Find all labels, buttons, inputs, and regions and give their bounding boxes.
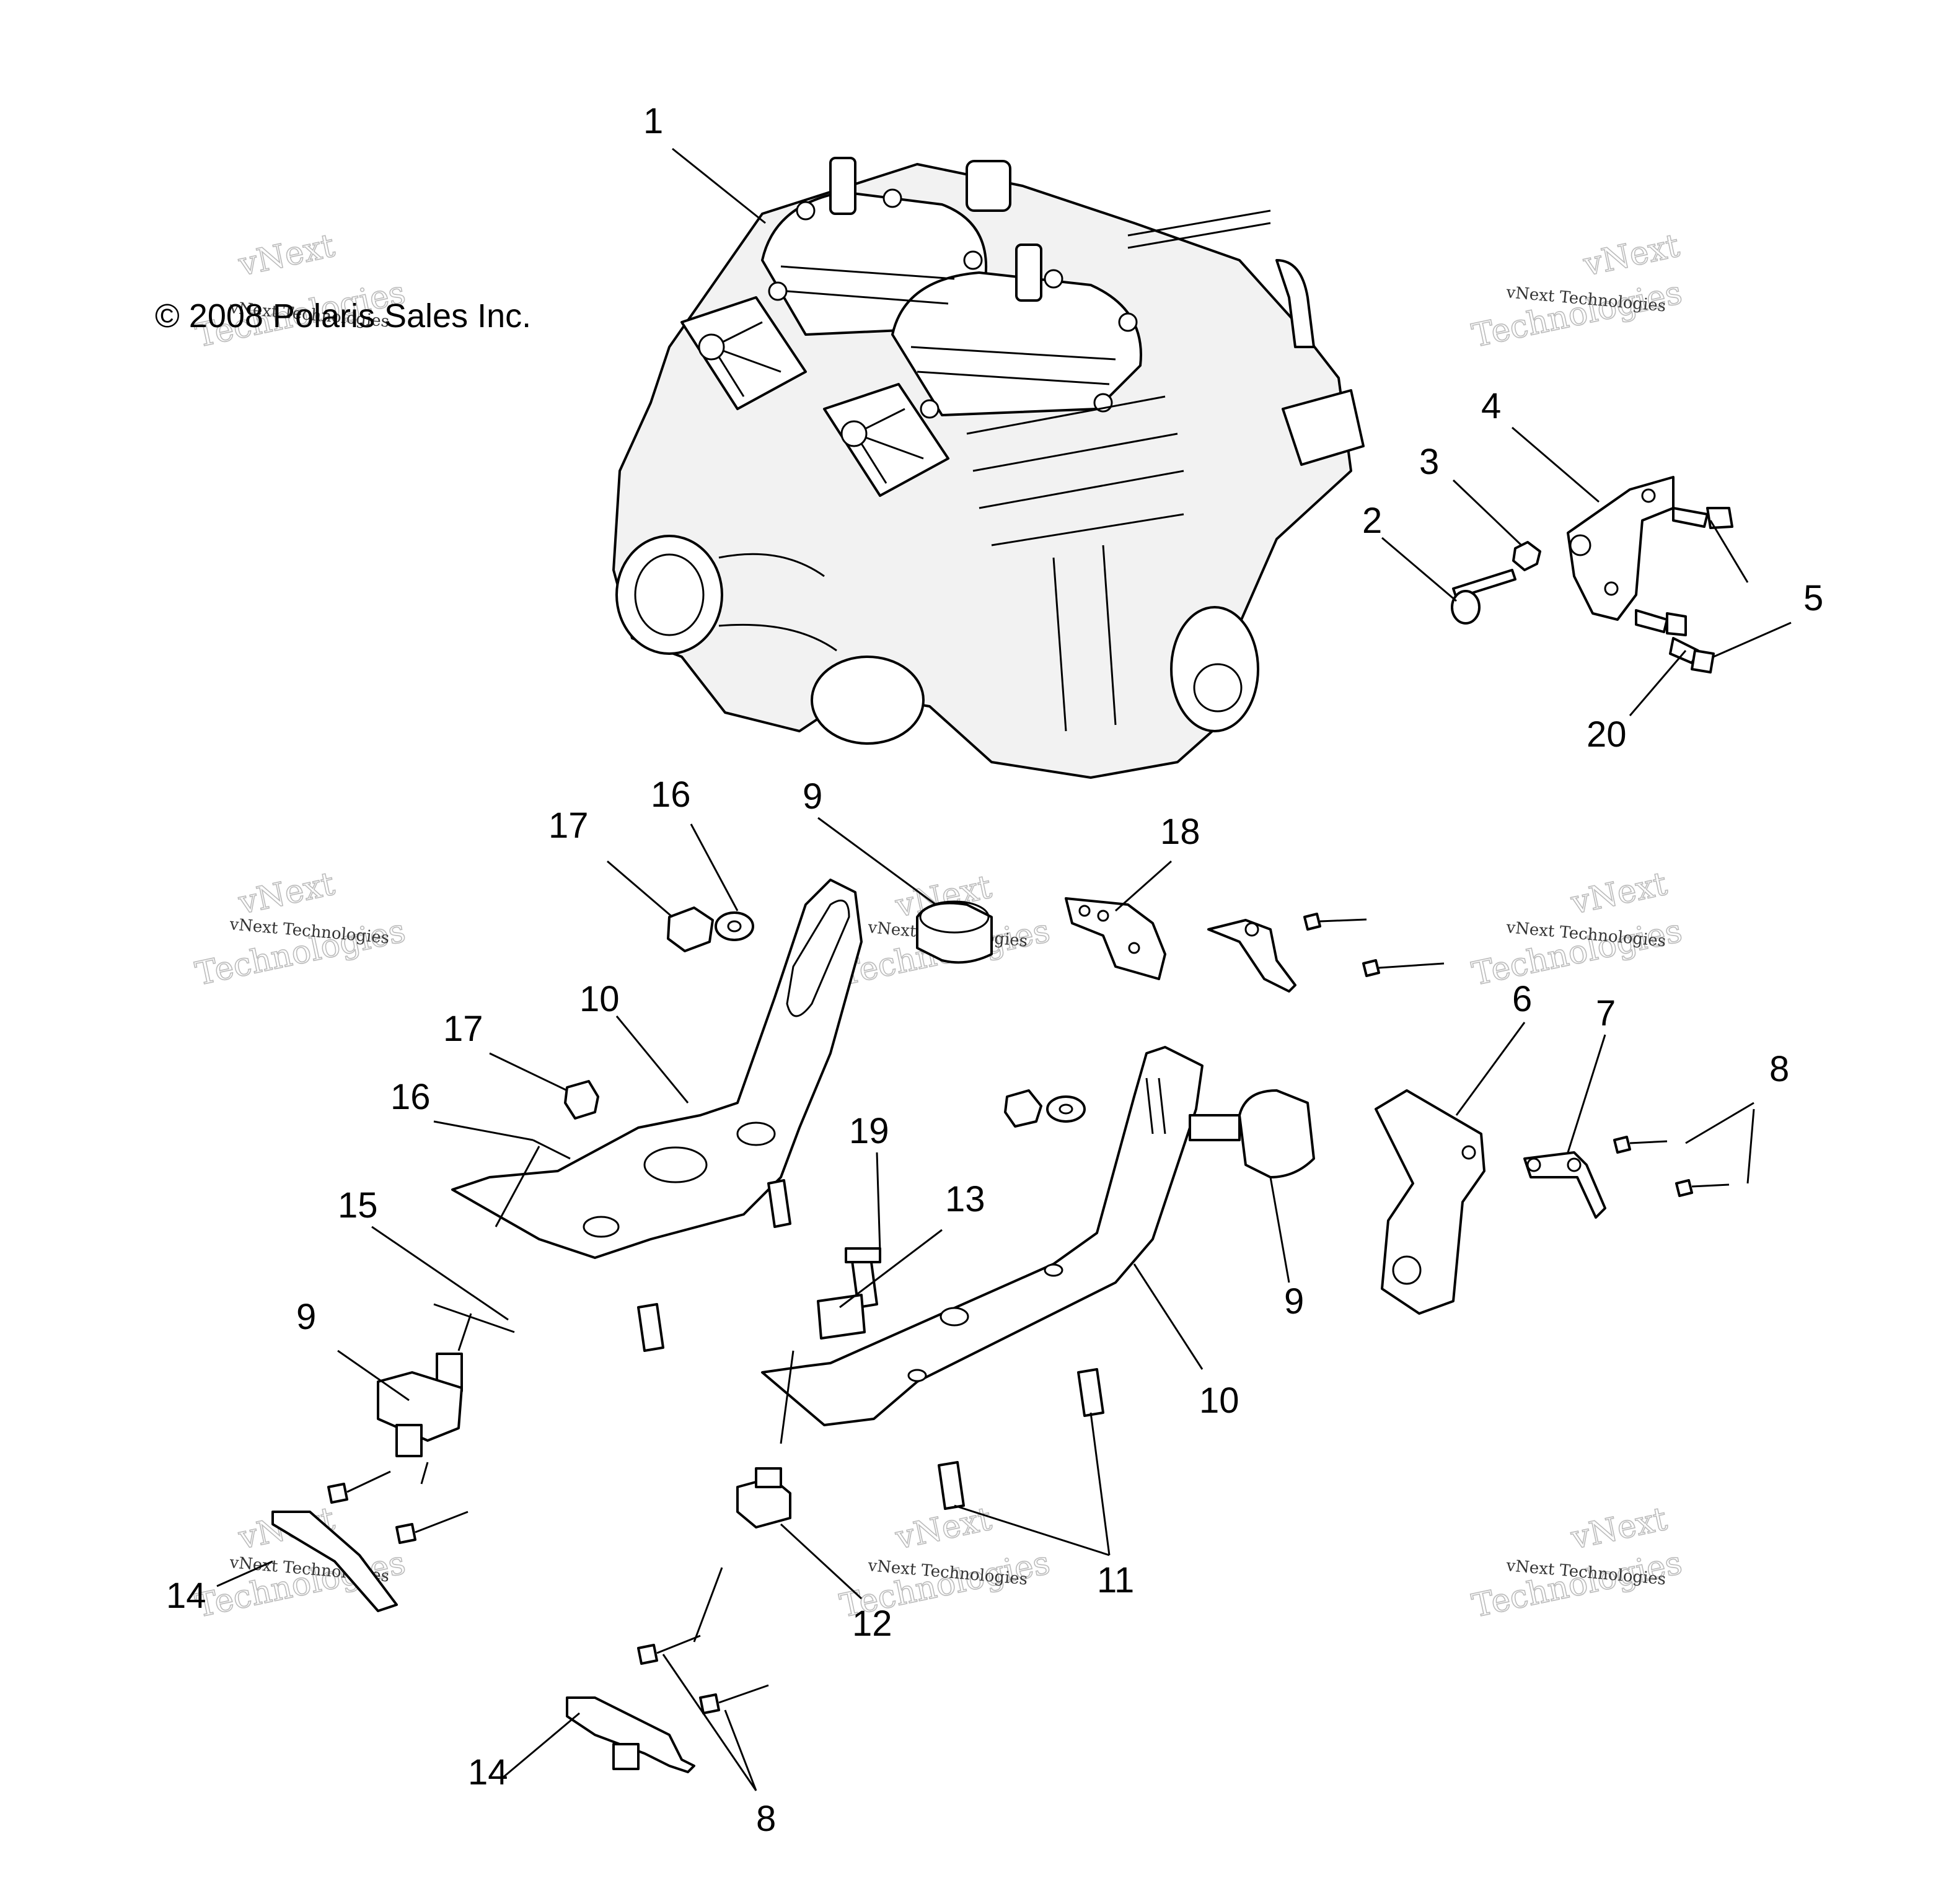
callout-10-right: 10 xyxy=(1199,1380,1239,1421)
callout-3: 3 xyxy=(1419,442,1439,482)
part-6-bracket xyxy=(1375,1089,1485,1315)
part-8-rivets-right xyxy=(1613,1136,1730,1197)
callout-16-lower: 16 xyxy=(390,1077,431,1117)
copyright-notice: © 2008 Polaris Sales Inc. xyxy=(155,297,531,335)
part-9-mount-left xyxy=(377,1353,463,1457)
callout-20: 20 xyxy=(1587,714,1627,755)
callout-15: 15 xyxy=(338,1185,378,1226)
callout-16-upper: 16 xyxy=(651,774,691,815)
part-5-bolts xyxy=(1635,507,1733,673)
callout-17-lower: 17 xyxy=(443,1009,483,1049)
watermark-big-text: vNext xyxy=(1567,866,1670,922)
callout-14-left: 14 xyxy=(166,1576,206,1616)
callout-4: 4 xyxy=(1481,386,1501,426)
part-bolt-under-left-1 xyxy=(767,1179,791,1228)
part-9-mount-right xyxy=(1189,1089,1315,1178)
part-7-bracket xyxy=(1523,1151,1606,1219)
watermark-big-text: vNext xyxy=(1580,227,1683,284)
part-right-nut xyxy=(1004,1089,1042,1128)
callout-6: 6 xyxy=(1512,979,1532,1019)
leader-lines xyxy=(216,147,1792,1791)
watermark-mid-left: vNext Technologies vNext Technologies xyxy=(191,865,409,994)
callout-9-upper: 9 xyxy=(803,776,822,817)
part-13-spacer xyxy=(817,1294,866,1340)
callout-13: 13 xyxy=(945,1179,985,1219)
part-17-nut-upper xyxy=(667,906,714,952)
part-11-bolts xyxy=(938,1368,1104,1510)
part-8-rivets-bottom xyxy=(637,1634,769,1714)
part-18-rivets xyxy=(1303,913,1445,977)
part-18-bracket xyxy=(1065,897,1166,980)
part-18-plate xyxy=(1207,919,1296,993)
part-16-washer-upper xyxy=(715,911,754,941)
part-10-bracket-right xyxy=(761,1046,1204,1426)
part-14-plate-left xyxy=(271,1511,398,1612)
part-3-nut xyxy=(1512,541,1541,571)
part-4-bracket xyxy=(1567,476,1675,621)
callout-8-right: 8 xyxy=(1769,1049,1789,1089)
engine-assembly xyxy=(612,157,1365,779)
part-9-mount-upper xyxy=(916,900,993,964)
callout-11: 11 xyxy=(1097,1560,1134,1600)
watermark-mid-right: vNext Technologies vNext Technologies xyxy=(1468,865,1686,994)
part-14-rivets-left xyxy=(327,1470,469,1544)
watermark-big-text: vNext xyxy=(235,866,338,922)
part-right-washer xyxy=(1046,1095,1086,1123)
watermark-bottom-right: vNext Technologies vNext Technologies xyxy=(1468,1500,1686,1626)
callout-1: 1 xyxy=(643,101,663,141)
callout-labels: 1 2 3 4 5 20 17 16 9 18 17 16 10 6 7 8 1… xyxy=(166,101,1823,1839)
callout-7: 7 xyxy=(1596,993,1616,1033)
part-15-pin xyxy=(433,1303,515,1333)
callout-8-bottom: 8 xyxy=(756,1799,776,1839)
callout-18: 18 xyxy=(1160,812,1200,852)
watermark-top-right: vNext Technologies vNext Technologies xyxy=(1468,227,1686,356)
watermark-top-left: vNext Technologies vNext Technologies xyxy=(191,227,409,356)
callout-9-right: 9 xyxy=(1284,1281,1304,1322)
watermark-big-text: vNext xyxy=(892,1501,995,1557)
part-14-plate-bottom xyxy=(566,1696,695,1773)
callout-10-left: 10 xyxy=(579,979,620,1019)
part-16-pin-lower xyxy=(532,1139,571,1160)
callout-12: 12 xyxy=(852,1603,892,1644)
callout-14-bottom: 14 xyxy=(468,1752,508,1792)
part-bolt-under-left-2 xyxy=(637,1303,664,1352)
part-17-nut-lower xyxy=(564,1080,599,1120)
callout-2: 2 xyxy=(1362,501,1382,541)
watermark-big-text: vNext xyxy=(235,227,338,284)
callout-19: 19 xyxy=(849,1111,889,1151)
part-2-bolt xyxy=(1451,569,1516,625)
callout-9-left: 9 xyxy=(296,1297,316,1337)
part-12-bumper xyxy=(736,1467,791,1529)
callout-17-upper: 17 xyxy=(548,805,589,846)
callout-5: 5 xyxy=(1803,578,1823,618)
part-10-bracket-left xyxy=(451,879,863,1259)
